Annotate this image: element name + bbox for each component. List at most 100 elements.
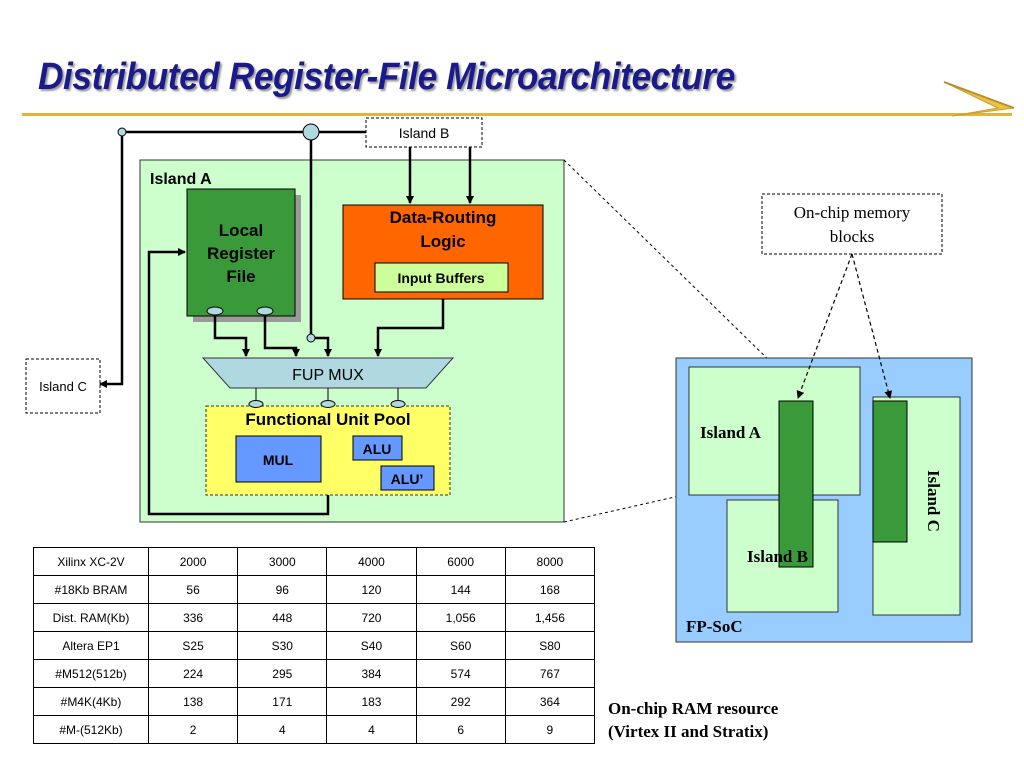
slide-decoration-icon	[943, 81, 1015, 117]
table-cell: S80	[504, 631, 596, 660]
table-cell: 96	[237, 575, 328, 604]
data-routing-label-2: Logic	[420, 232, 465, 251]
table-cell: 767	[504, 659, 596, 688]
fpsoc-island-c-label: Island C	[924, 470, 943, 532]
table-cell: 720	[326, 603, 417, 632]
register-file-label-3: File	[226, 267, 255, 286]
mux-output-port-2	[320, 400, 336, 408]
fpsoc-label: FP-SoC	[686, 617, 743, 636]
table-cell: 384	[326, 659, 417, 688]
table-row-header: #M4K(4Kb)	[33, 687, 149, 716]
table-cell: 292	[415, 687, 506, 716]
alu-prime-unit	[380, 465, 435, 491]
table-cell: S25	[147, 631, 239, 660]
table-cell: 120	[326, 575, 417, 604]
page-title: Distributed Register-File Microarchitect…	[38, 56, 735, 98]
table-cell: 171	[237, 687, 328, 716]
table-cell: 2000	[147, 547, 239, 576]
table-cell: 183	[326, 687, 417, 716]
mul-label: MUL	[263, 452, 294, 468]
alu-prime-label: ALU’	[391, 471, 424, 487]
ram-table-caption: On-chip RAM resource (Virtex II and Stra…	[608, 697, 778, 743]
island-b-label: Island B	[399, 125, 450, 141]
table-row-header: Xilinx XC-2V	[33, 547, 149, 576]
table-cell: 3000	[237, 547, 328, 576]
bus-junction-node	[117, 127, 127, 137]
input-buffers	[374, 262, 509, 293]
mux-output-port-1	[248, 400, 264, 408]
table-row-header: Dist. RAM(Kb)	[33, 603, 149, 632]
register-port-2	[256, 306, 274, 316]
table-cell: 4000	[326, 547, 417, 576]
memory-callout-line-2: blocks	[830, 227, 874, 246]
table-row-header: #M512(512b)	[33, 659, 149, 688]
table-cell: 4	[237, 715, 328, 744]
mux-output-stubs	[255, 388, 399, 400]
register-port-1	[206, 306, 224, 316]
table-cell: 6	[415, 715, 506, 744]
table-cell: 364	[504, 687, 596, 716]
mux-junction-node	[306, 333, 316, 343]
table-cell: 2	[147, 715, 239, 744]
table-cell: 138	[147, 687, 239, 716]
memory-callout-line-1: On-chip memory	[794, 203, 911, 222]
memory-block-1	[778, 400, 814, 568]
mul-unit	[235, 435, 322, 483]
register-file-label-1: Local	[219, 221, 263, 240]
island-a-label: Island A	[150, 171, 212, 188]
table-cell: 1,456	[504, 603, 596, 632]
fpsoc-island-a	[688, 366, 861, 496]
fpsoc-island-b-label: Island B	[747, 547, 808, 566]
table-cell: 336	[147, 603, 239, 632]
memory-block-2	[872, 400, 908, 543]
table-row-header: #M-(512Kb)	[33, 715, 149, 744]
table-cell: S40	[326, 631, 417, 660]
table-cell: 144	[415, 575, 506, 604]
table-cell: 224	[147, 659, 239, 688]
island-b-box	[365, 117, 483, 148]
bus-tap-node	[302, 123, 320, 141]
table-cell: 4	[326, 715, 417, 744]
fup-mux	[201, 357, 455, 389]
table-cell: 574	[415, 659, 506, 688]
alu-label: ALU	[363, 441, 392, 457]
caption-line-1: On-chip RAM resource	[608, 699, 779, 718]
memory-callout-arrows	[796, 253, 893, 399]
connection-wires	[99, 130, 474, 516]
fup-mux-label: FUP MUX	[292, 367, 364, 384]
mux-output-port-3	[390, 400, 406, 408]
table-cell: 295	[237, 659, 328, 688]
functional-unit-pool-label: Functional Unit Pool	[245, 410, 410, 429]
register-file-label-2: Register	[207, 244, 275, 263]
table-cell: S60	[415, 631, 506, 660]
fpsoc-island-a-label: Island A	[700, 423, 762, 442]
title-underline	[22, 113, 1012, 116]
data-routing-label-1: Data-Routing	[390, 208, 497, 227]
caption-line-2: (Virtex II and Stratix)	[608, 722, 769, 741]
table-cell: 448	[237, 603, 328, 632]
table-cell: 1,056	[415, 603, 506, 632]
table-cell: 9	[504, 715, 596, 744]
table-cell: 168	[504, 575, 596, 604]
local-register-file	[186, 188, 296, 317]
table-cell: 6000	[415, 547, 506, 576]
table-row-header: Altera EP1	[33, 631, 149, 660]
island-c-box	[25, 358, 101, 414]
table-cell: 8000	[504, 547, 596, 576]
memory-callout-box	[761, 193, 943, 255]
island-c-label: Island C	[39, 379, 87, 394]
table-cell: 56	[147, 575, 239, 604]
table-cell: S30	[237, 631, 328, 660]
table-row-header: #18Kb BRAM	[33, 575, 149, 604]
zoom-projection-lines	[563, 159, 776, 523]
input-buffers-label: Input Buffers	[397, 270, 484, 286]
